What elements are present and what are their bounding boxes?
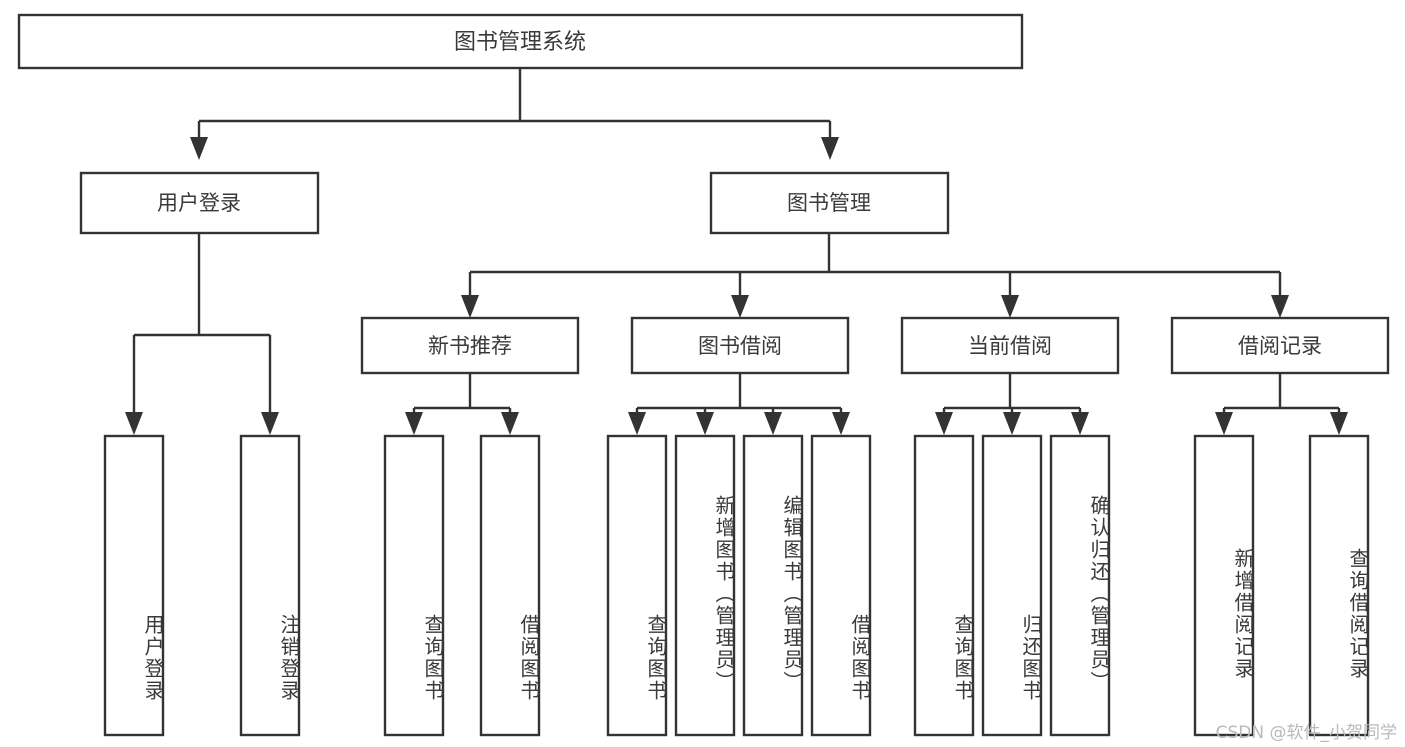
leaf-box-query-borrow-record[interactable] xyxy=(1308,434,1370,737)
arrow-head-icon xyxy=(405,412,423,435)
node-user-login[interactable]: 用户登录 xyxy=(79,171,320,235)
node-user-login-label: 用户登录 xyxy=(157,191,241,215)
arrow-head-icon xyxy=(696,412,714,435)
node-borrow-record-label: 借阅记录 xyxy=(1238,334,1322,358)
node-root-label: 图书管理系统 xyxy=(454,30,586,55)
arrow-head-icon xyxy=(731,295,749,318)
arrow-head-icon xyxy=(501,412,519,435)
node-new-book-recommend-box xyxy=(360,316,580,375)
node-user-login-box xyxy=(79,171,320,235)
watermark-text: CSDN @软件_小贺同学 xyxy=(1215,723,1397,743)
node-root-box xyxy=(17,13,1024,70)
leaf-box-borrow-book[interactable] xyxy=(810,434,872,737)
arrow-head-icon xyxy=(1330,412,1348,435)
leaf-box-query-book-current[interactable] xyxy=(913,434,975,737)
arrow-head-icon xyxy=(1271,295,1289,318)
node-book-borrow-label: 图书借阅 xyxy=(698,334,782,358)
node-current-borrow-box xyxy=(900,316,1120,375)
connector-current-borrow-to-leaves xyxy=(935,373,1089,435)
arrow-head-icon xyxy=(1003,412,1021,435)
leaf-box-logout[interactable] xyxy=(239,434,301,737)
leaf-box-confirm-return-admin[interactable] xyxy=(1049,434,1111,737)
connector-borrow-record-to-leaves xyxy=(1215,373,1348,435)
arrow-head-icon xyxy=(1215,412,1233,435)
connector-user-login-to-leaves xyxy=(125,233,279,435)
node-book-management-label: 图书管理 xyxy=(787,191,871,215)
leaf-box-query-book-recommend[interactable] xyxy=(383,434,445,737)
node-book-management[interactable]: 图书管理 xyxy=(709,171,950,235)
arrow-head-icon xyxy=(125,412,143,435)
connector-root-to-level2 xyxy=(190,68,839,160)
arrow-head-icon xyxy=(628,412,646,435)
connector-book-management-to-level3 xyxy=(461,233,1289,318)
arrow-head-icon xyxy=(935,412,953,435)
node-current-borrow[interactable]: 当前借阅 xyxy=(900,316,1120,375)
node-borrow-record[interactable]: 借阅记录 xyxy=(1170,316,1390,375)
leaf-box-return-book[interactable] xyxy=(981,434,1043,737)
node-book-borrow[interactable]: 图书借阅 xyxy=(630,316,850,375)
leaf-box-borrow-book-recommend[interactable] xyxy=(479,434,541,737)
leaf-box-user-login[interactable] xyxy=(103,434,165,737)
leaf-box-add-book-admin[interactable] xyxy=(674,434,736,737)
connector-new-book-recommend-to-leaves xyxy=(405,373,519,435)
node-new-book-recommend-label: 新书推荐 xyxy=(428,334,512,358)
node-new-book-recommend[interactable]: 新书推荐 xyxy=(360,316,580,375)
leaf-box-edit-book-admin[interactable] xyxy=(742,434,804,737)
arrow-head-icon xyxy=(461,295,479,318)
arrow-head-icon xyxy=(1001,295,1019,318)
arrow-head-icon xyxy=(821,137,839,160)
arrow-head-icon xyxy=(261,412,279,435)
arrow-head-icon xyxy=(190,137,208,160)
leaf-box-query-book-borrow[interactable] xyxy=(606,434,668,737)
arrow-head-icon xyxy=(832,412,850,435)
connector-book-borrow-to-leaves xyxy=(628,373,850,435)
arrow-head-icon xyxy=(1071,412,1089,435)
leaf-box-add-borrow-record[interactable] xyxy=(1193,434,1255,737)
node-current-borrow-label: 当前借阅 xyxy=(968,334,1052,358)
node-root[interactable]: 图书管理系统 xyxy=(17,13,1024,70)
arrow-head-icon xyxy=(764,412,782,435)
